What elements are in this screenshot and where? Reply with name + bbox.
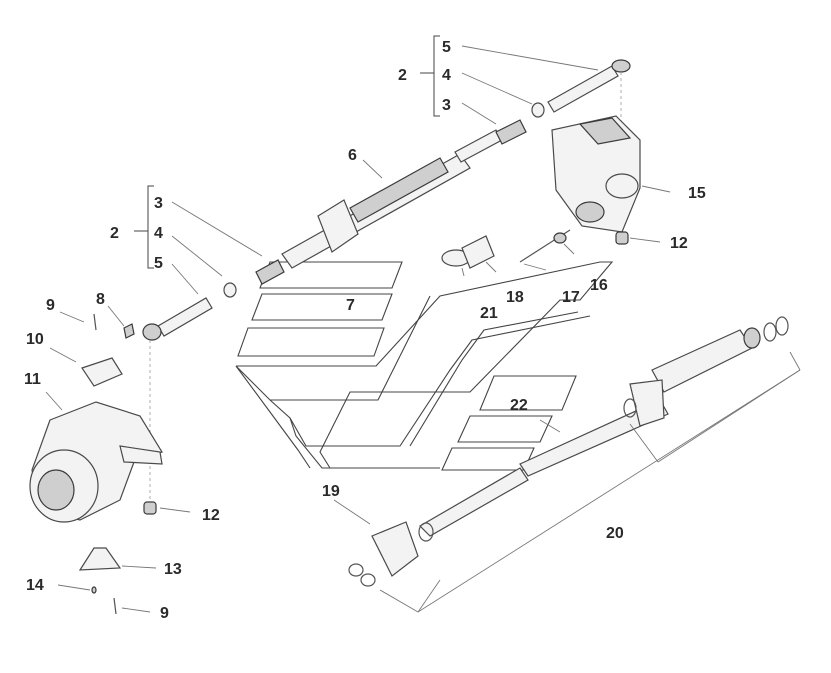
label-left-2: 2: [110, 225, 119, 242]
bushing-18: [461, 235, 495, 269]
panel-step-3: [409, 311, 579, 447]
label-16: 16: [590, 277, 608, 294]
label-6: 6: [348, 147, 357, 164]
o-ring-l1: [348, 563, 364, 577]
steering-knuckle-left: [29, 401, 163, 523]
label-top-2: 2: [398, 67, 407, 84]
pin-14: [91, 586, 97, 594]
tie-rod-6: [281, 129, 503, 269]
pin-8: [123, 323, 135, 339]
steering-knuckle-right: [551, 115, 641, 233]
label-12-right: 12: [670, 235, 688, 252]
kit-panel-graphic: [235, 261, 614, 471]
label-9-bottom: 9: [160, 605, 169, 622]
label-13: 13: [164, 561, 182, 578]
label-22: 22: [510, 397, 528, 414]
cylinder-assembly: [371, 327, 761, 577]
label-top-5: 5: [442, 39, 451, 56]
label-left-3: 3: [154, 195, 163, 212]
bracket-left-2: [147, 185, 154, 269]
callout-labels: 5 2 4 3 6 15 3 2 4 12 5 16 17 18 7 21 9 …: [24, 39, 706, 622]
panel-box-22c: [441, 447, 535, 471]
label-17: 17: [562, 289, 580, 306]
leader-lines: [45, 45, 671, 613]
label-left-4: 4: [154, 225, 163, 242]
label-10: 10: [26, 331, 44, 348]
panel-step-1: [269, 315, 591, 447]
label-top-3: 3: [442, 97, 451, 114]
clamp-nut-left: [255, 259, 285, 285]
o-ring-r1: [763, 322, 777, 342]
clamp-nut-top: [495, 119, 527, 145]
label-14: 14: [26, 577, 44, 594]
label-left-5: 5: [154, 255, 163, 272]
panel-box-22b: [457, 415, 553, 443]
label-15: 15: [688, 185, 706, 202]
label-19: 19: [322, 483, 340, 500]
bolt-9-top: [93, 313, 97, 331]
o-ring-r2: [775, 316, 789, 336]
panel-box-7c: [237, 327, 385, 357]
label-7: 7: [346, 297, 355, 314]
panel-step-inner: [235, 295, 431, 401]
label-18: 18: [506, 289, 524, 306]
panel-box-7b: [251, 293, 393, 321]
panel-step-outer: [236, 261, 614, 469]
label-8: 8: [96, 291, 105, 308]
nut-12-left: [143, 501, 157, 515]
clamp-ring-top: [531, 102, 545, 118]
panel-step-4: [289, 417, 420, 469]
label-11: 11: [24, 371, 41, 388]
bolt-9-bottom: [113, 597, 117, 615]
label-20: 20: [606, 525, 624, 542]
tie-rod-end-top: [547, 59, 631, 132]
arm-10: [81, 357, 123, 387]
o-ring-end: [418, 522, 434, 542]
tie-rod-end-left: [142, 297, 213, 510]
nut-12-right: [615, 231, 629, 245]
label-9-top: 9: [46, 297, 55, 314]
label-21: 21: [480, 305, 498, 322]
group-line-20: [379, 369, 801, 613]
panel-box-22a: [479, 375, 577, 411]
o-ring-l2: [360, 573, 376, 587]
panel-step-2: [235, 365, 311, 469]
clamp-ring-left: [223, 282, 237, 298]
bracket-top-2: [433, 35, 440, 117]
label-12-left: 12: [202, 507, 220, 524]
washer-16: [553, 232, 567, 244]
label-top-4: 4: [442, 67, 451, 84]
o-ring-mid: [623, 398, 637, 418]
arm-13: [78, 547, 122, 571]
